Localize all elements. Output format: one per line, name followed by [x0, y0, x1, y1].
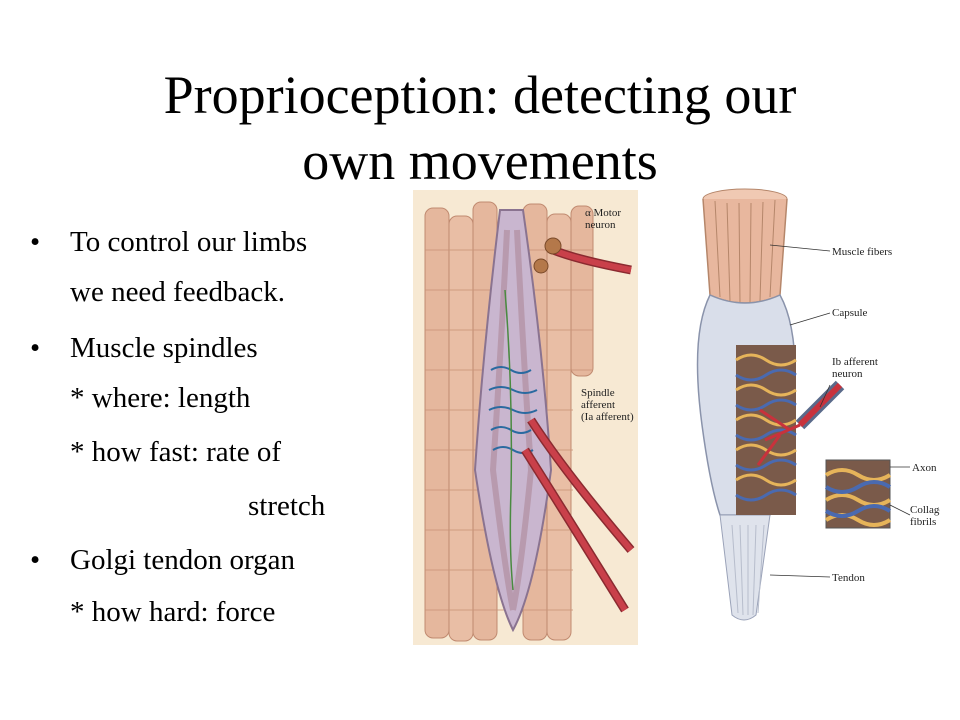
annulospiral-endings	[488, 366, 538, 454]
title-line-2: own movements	[302, 131, 658, 191]
label-capsule: Capsule	[832, 307, 868, 319]
ia-afferent-nerve	[521, 417, 635, 613]
bullet-text: Golgi tendon organ	[70, 544, 295, 576]
label-collagen-2: fibrils	[910, 516, 936, 528]
spindle-capsule	[473, 209, 553, 633]
label-axon: Axon	[912, 462, 937, 474]
label-muscle-fibers: Muscle fibers	[832, 246, 892, 258]
leader-lines	[769, 244, 911, 578]
golgi-tendon-organ-figure: Muscle fibers Capsule Ib afferent neuron…	[680, 185, 940, 640]
label-ib-afferent-1: Ib afferent	[832, 356, 878, 368]
label-collagen-1: Collagen	[910, 504, 940, 516]
tendon-fibrils	[731, 524, 765, 616]
bullet-text: Muscle spindles	[70, 332, 258, 364]
label-spindle-afferent-1: Spindle	[581, 387, 615, 399]
bullet-text: we need feedback.	[70, 276, 285, 308]
label-spindle-afferent-2: afferent	[581, 399, 615, 411]
slide-title: Proprioception: detecting our own moveme…	[0, 62, 960, 194]
label-motor-neuron-1: α Motor	[585, 207, 621, 219]
label-spindle-afferent-3: (Ia afferent)	[581, 411, 634, 423]
sub-item-text: * where: length	[70, 382, 251, 414]
ib-afferent-axon	[756, 380, 845, 466]
bullet-dot: •	[30, 332, 41, 364]
label-motor-neuron-2: neuron	[585, 219, 616, 231]
muscle-spindle-figure: α Motor neuron Spindle afferent (Ia affe…	[413, 190, 638, 645]
muscle-fiber-bundle	[702, 188, 788, 304]
sub-item-text: * how fast: rate of	[70, 436, 281, 468]
label-ib-afferent-2: neuron	[832, 368, 863, 380]
tendon	[719, 514, 771, 621]
sub-item-text: * how hard: force	[70, 596, 276, 628]
collagen-weave	[735, 353, 797, 502]
label-tendon: Tendon	[832, 572, 865, 584]
bullet-text: To control our limbs	[70, 226, 308, 258]
sub-item-text: stretch	[248, 490, 326, 522]
alpha-motor-neuron	[533, 237, 632, 275]
title-line-1: Proprioception: detecting our	[163, 65, 797, 125]
collagen-inset	[824, 459, 892, 529]
bullet-dot: •	[30, 544, 41, 576]
bullet-dot: •	[30, 226, 41, 258]
gamma-motor-fiber	[504, 289, 514, 591]
